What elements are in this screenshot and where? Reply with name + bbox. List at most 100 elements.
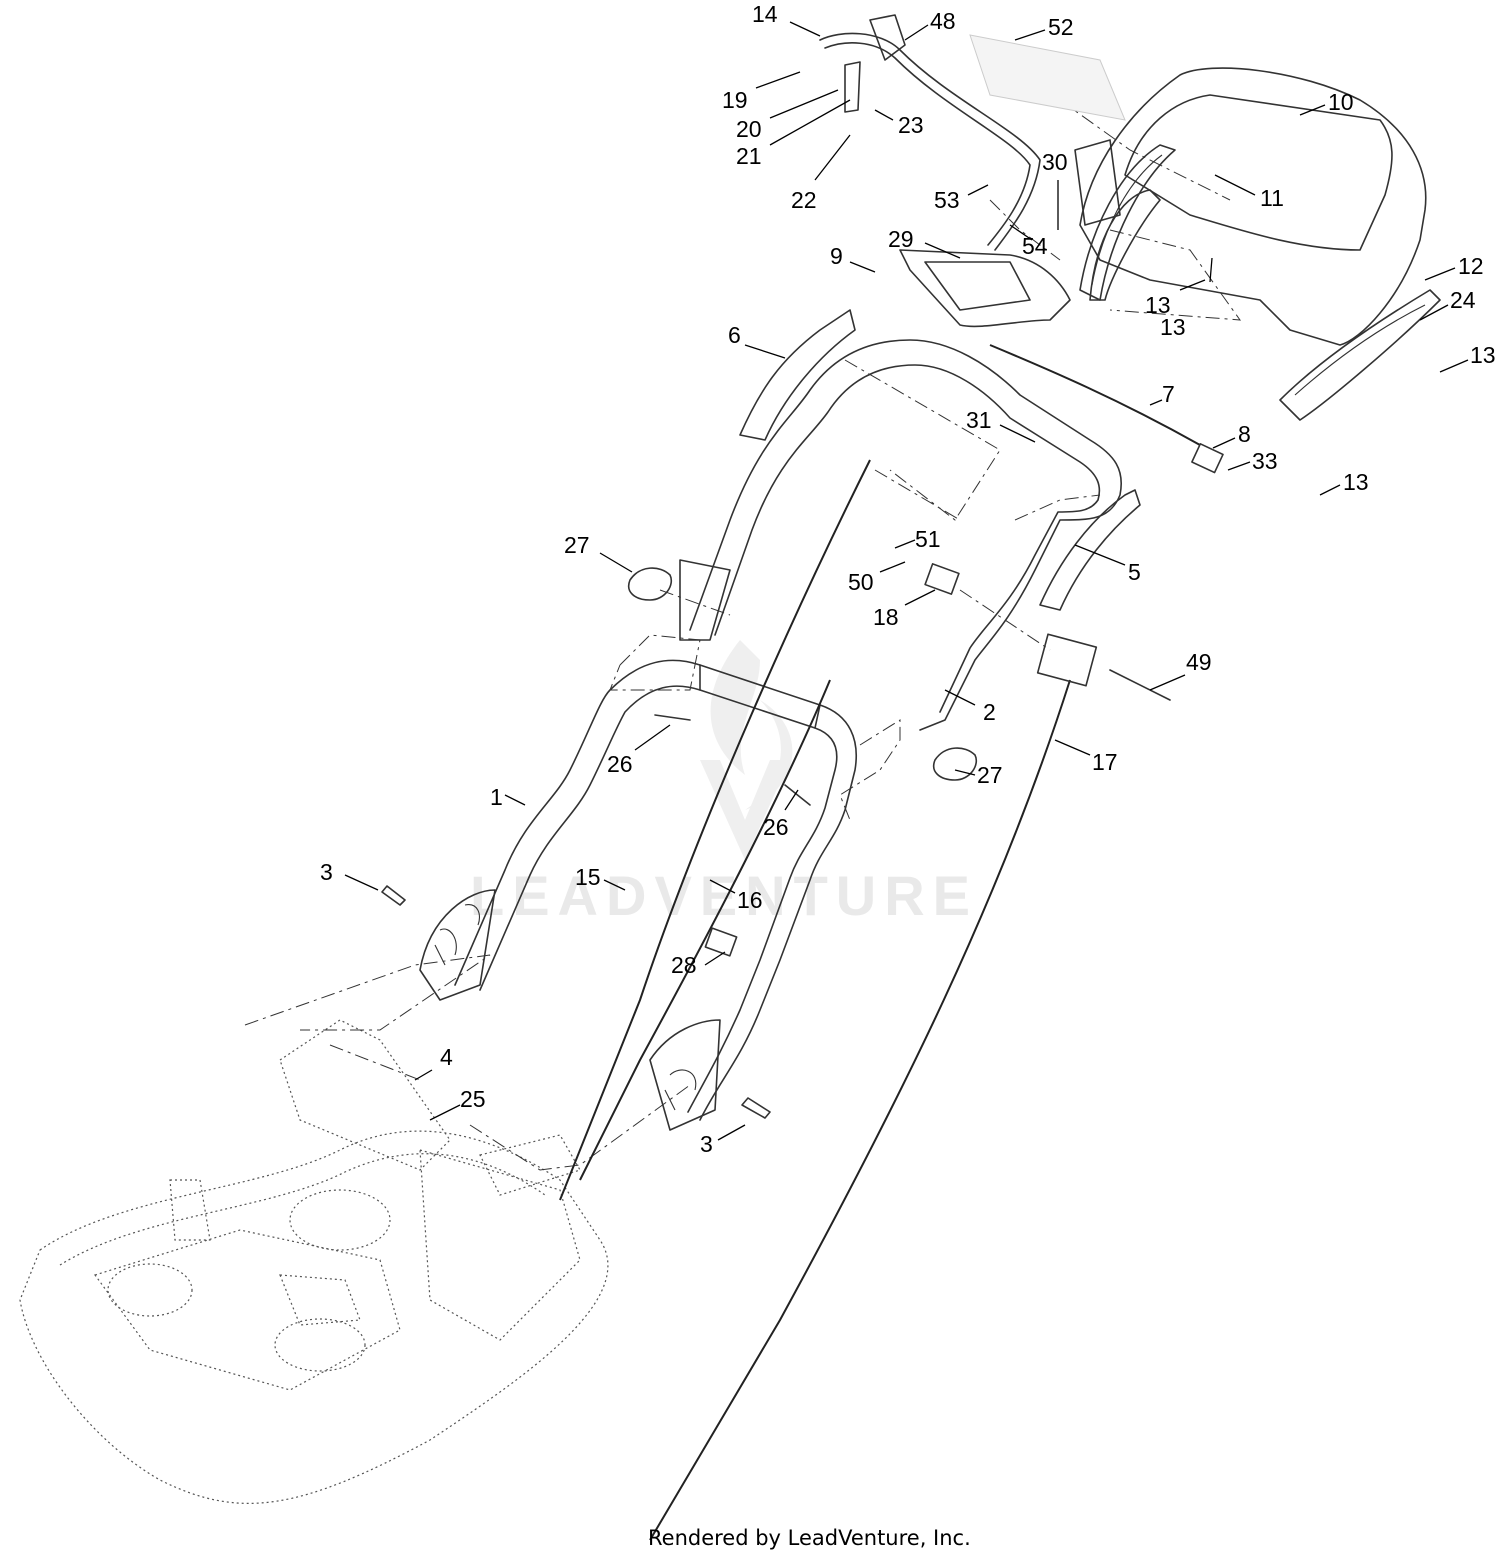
- svg-text:52: 52: [1048, 14, 1074, 40]
- svg-text:54: 54: [1022, 233, 1048, 259]
- callout-19: 19: [722, 71, 801, 113]
- callout-52: 52: [1014, 14, 1074, 41]
- callout-2: 2: [944, 689, 996, 725]
- upper-handle: [679, 339, 1122, 731]
- svg-text:13: 13: [1145, 292, 1171, 318]
- callout-23: 23: [874, 109, 924, 138]
- svg-text:28: 28: [671, 952, 697, 978]
- svg-text:20: 20: [736, 116, 762, 142]
- svg-text:23: 23: [898, 112, 924, 138]
- svg-text:14: 14: [752, 1, 778, 27]
- cable-17: [649, 679, 1071, 1541]
- svg-text:53: 53: [934, 187, 960, 213]
- grip-cover-right: [1039, 489, 1141, 611]
- svg-text:3: 3: [700, 1131, 713, 1157]
- cable-15: [559, 459, 871, 1201]
- svg-text:24: 24: [1450, 287, 1476, 313]
- svg-text:16: 16: [737, 887, 763, 913]
- svg-text:10: 10: [1328, 89, 1354, 115]
- svg-text:25: 25: [460, 1086, 486, 1112]
- svg-text:18: 18: [873, 604, 899, 630]
- svg-text:30: 30: [1042, 149, 1068, 175]
- knob-27-right: [933, 747, 977, 781]
- callout-13b: 13: [1439, 342, 1496, 373]
- callout-6: 6: [728, 322, 786, 359]
- callout-26b: 26: [763, 789, 799, 840]
- callout-3b: 3: [700, 1124, 746, 1157]
- bolt-3-right: [741, 1097, 771, 1119]
- callout-13d: 13: [1160, 257, 1213, 340]
- svg-text:5: 5: [1128, 559, 1141, 585]
- svg-text:27: 27: [564, 532, 590, 558]
- svg-text:7: 7: [1162, 381, 1175, 407]
- knob-27-left: [628, 567, 672, 601]
- callout-28: 28: [671, 951, 726, 978]
- callout-15: 15: [575, 864, 626, 891]
- callout-31: 31: [966, 407, 1036, 443]
- svg-text:8: 8: [1238, 421, 1251, 447]
- svg-text:6: 6: [728, 322, 741, 348]
- callout-54: 54: [1009, 224, 1048, 259]
- callout-11: 11: [1214, 174, 1284, 211]
- callout-26a: 26: [607, 724, 671, 777]
- svg-text:13: 13: [1470, 342, 1496, 368]
- svg-text:29: 29: [888, 226, 914, 252]
- lower-handle: [419, 659, 857, 1131]
- svg-text:31: 31: [966, 407, 992, 433]
- mower-deck: [19, 1019, 609, 1504]
- svg-text:22: 22: [791, 187, 817, 213]
- callout-48: 48: [904, 8, 956, 41]
- footer-credit: Rendered by LeadVenture, Inc.: [648, 1526, 971, 1550]
- svg-text:17: 17: [1092, 749, 1118, 775]
- svg-text:26: 26: [607, 751, 633, 777]
- bail-bar: [819, 14, 1071, 328]
- callout-14: 14: [752, 1, 821, 37]
- callout-27b: 27: [954, 762, 1003, 788]
- callout-9: 9: [830, 243, 876, 273]
- callout-7: 7: [1149, 381, 1175, 407]
- callout-17: 17: [1054, 739, 1118, 775]
- callout-33: 33: [1227, 448, 1278, 474]
- callout-8: 8: [1212, 421, 1251, 449]
- callout-50: 50: [848, 561, 906, 595]
- callout-16: 16: [709, 879, 763, 913]
- callout-3: 3: [320, 859, 379, 891]
- bolt-3-left: [381, 885, 406, 906]
- svg-text:48: 48: [930, 8, 956, 34]
- svg-text:51: 51: [915, 526, 941, 552]
- svg-text:13: 13: [1343, 469, 1369, 495]
- callout-13a: 13: [1145, 279, 1206, 318]
- svg-text:13: 13: [1160, 314, 1186, 340]
- callout-13c: 13: [1319, 469, 1369, 496]
- callout-20: 20: [736, 89, 839, 142]
- svg-text:33: 33: [1252, 448, 1278, 474]
- svg-text:50: 50: [848, 569, 874, 595]
- callout-4: 4: [414, 1044, 453, 1081]
- svg-text:11: 11: [1260, 185, 1284, 211]
- callout-5: 5: [1074, 544, 1141, 585]
- svg-text:26: 26: [763, 814, 789, 840]
- callout-49: 49: [1149, 649, 1212, 691]
- svg-text:49: 49: [1186, 649, 1212, 675]
- svg-text:1: 1: [490, 784, 503, 810]
- svg-text:2: 2: [983, 699, 996, 725]
- bolt-26-right: [784, 784, 811, 806]
- svg-text:3: 3: [320, 859, 333, 885]
- callout-27a: 27: [564, 532, 633, 573]
- callout-24: 24: [1419, 287, 1476, 321]
- svg-text:21: 21: [736, 143, 762, 169]
- watermark-text: LEADVENTURE: [470, 864, 978, 927]
- switch-49-housing: [1036, 633, 1098, 687]
- svg-text:4: 4: [440, 1044, 453, 1070]
- connector-18: [924, 563, 960, 595]
- cable-housing-8: [1191, 443, 1224, 474]
- callout-53: 53: [934, 184, 989, 213]
- svg-text:27: 27: [977, 762, 1003, 788]
- decal-52: [969, 34, 1126, 121]
- callout-29: 29: [888, 226, 961, 259]
- bolt-26-left: [654, 714, 691, 721]
- callout-21: 21: [736, 99, 851, 169]
- callout-1: 1: [490, 784, 526, 810]
- svg-text:12: 12: [1458, 253, 1484, 279]
